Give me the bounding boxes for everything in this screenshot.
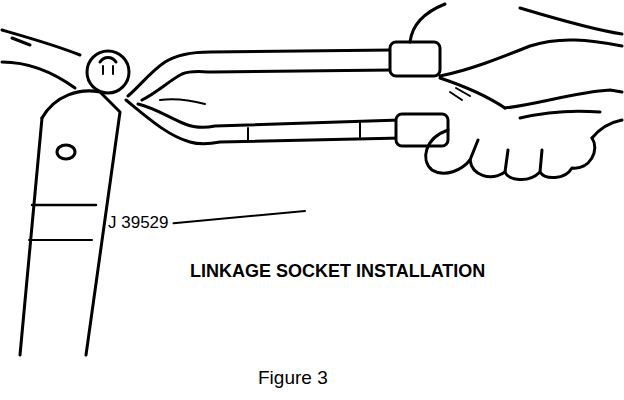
figure-caption: Figure 3 bbox=[258, 368, 328, 389]
arm bbox=[2, 30, 80, 88]
linkage-lever bbox=[20, 91, 120, 355]
hand bbox=[410, 4, 622, 180]
pliers-tool bbox=[126, 42, 448, 146]
leader-line bbox=[174, 211, 306, 223]
view-title: LINKAGE SOCKET INSTALLATION bbox=[190, 262, 485, 282]
tool-number: J 39529 bbox=[108, 214, 169, 233]
ball-stud bbox=[87, 51, 129, 93]
